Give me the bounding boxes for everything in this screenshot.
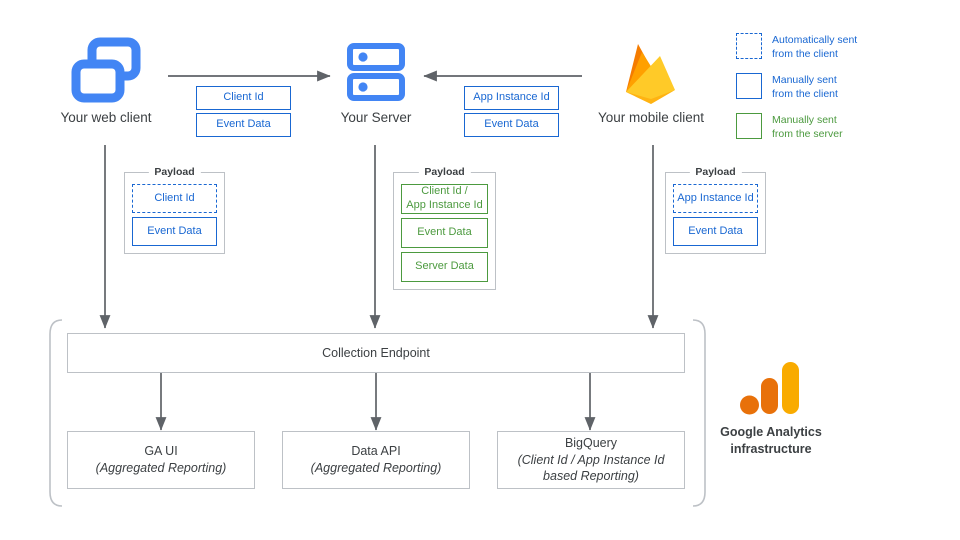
server-payload-box: Payload Client Id / App Instance Id Even… — [393, 166, 496, 290]
collection-endpoint-label: Collection Endpoint — [322, 346, 430, 360]
legend-item-manual-server: Manually sent from the server — [736, 113, 843, 141]
legend-line-1: Manually sent — [772, 74, 837, 86]
legend-label-auto-client: Automatically sent from the client — [772, 33, 857, 61]
legend-line-1: Automatically sent — [772, 34, 858, 46]
output-box-bigquery: BigQuery (Client Id / App Instance Id ba… — [497, 431, 685, 489]
bracket-left — [49, 319, 63, 507]
output-box-data-api: Data API (Aggregated Reporting) — [282, 431, 470, 489]
web-payload-chip-event-data: Event Data — [132, 217, 217, 246]
server-payload-chip-ids: Client Id / App Instance Id — [401, 184, 488, 214]
legend-line-2: from the client — [772, 88, 838, 101]
transfer-chip-client-id: Client Id — [196, 86, 291, 110]
output-subtitle-data-api: (Aggregated Reporting) — [310, 461, 442, 476]
web-payload-box: Payload Client Id Event Data — [124, 166, 225, 254]
legend-item-auto-client: Automatically sent from the client — [736, 33, 857, 61]
mobile-client-label: Your mobile client — [597, 110, 705, 125]
web-client-icon — [70, 37, 142, 104]
web-payload-title: Payload — [148, 166, 201, 178]
mobile-payload-chip-app-instance-id: App Instance Id — [673, 184, 758, 213]
output-title-data-api: Data API — [351, 444, 401, 459]
web-client-label: Your web client — [60, 110, 152, 125]
bracket-right — [692, 319, 706, 507]
legend-line-2: from the server — [772, 128, 843, 141]
server-icon — [347, 43, 405, 101]
transfer-chip-app-instance-id: App Instance Id — [464, 86, 559, 110]
transfer-chip-event-data: Event Data — [196, 113, 291, 137]
server-payload-chip-server-data: Server Data — [401, 252, 488, 282]
transfer-chip-event-data-mobile: Event Data — [464, 113, 559, 137]
legend-swatch-solid-green — [736, 113, 762, 139]
server-payload-chip-event-data: Event Data — [401, 218, 488, 248]
mobile-payload-chip-event-data: Event Data — [673, 217, 758, 246]
legend-line-1: Manually sent — [772, 114, 837, 126]
legend-swatch-solid-blue — [736, 73, 762, 99]
ga-caption-line-2: infrastructure — [730, 441, 812, 456]
collection-endpoint-box: Collection Endpoint — [67, 333, 685, 373]
ga-caption-line-1: Google Analytics — [720, 425, 822, 439]
firebase-icon — [618, 38, 684, 108]
mobile-payload-title: Payload — [689, 166, 742, 178]
ga-infrastructure-caption: Google Analytics infrastructure — [681, 424, 861, 458]
mobile-payload-box: Payload App Instance Id Event Data — [665, 166, 766, 254]
output-title-bigquery: BigQuery — [564, 436, 618, 451]
output-subtitle-bigquery: (Client Id / App Instance Id based Repor… — [517, 453, 665, 484]
legend-swatch-dashed — [736, 33, 762, 59]
legend-item-manual-client: Manually sent from the client — [736, 73, 838, 101]
google-analytics-logo-icon — [740, 362, 802, 420]
legend-label-manual-client: Manually sent from the client — [772, 73, 838, 101]
output-box-ga-ui: GA UI (Aggregated Reporting) — [67, 431, 255, 489]
output-title-ga-ui: GA UI — [144, 444, 178, 459]
web-payload-chip-client-id: Client Id — [132, 184, 217, 213]
server-payload-title: Payload — [418, 166, 471, 178]
legend-label-manual-server: Manually sent from the server — [772, 113, 843, 141]
legend-line-2: from the client — [772, 48, 838, 61]
output-subtitle-ga-ui: (Aggregated Reporting) — [95, 461, 227, 476]
server-label: Your Server — [340, 110, 412, 125]
